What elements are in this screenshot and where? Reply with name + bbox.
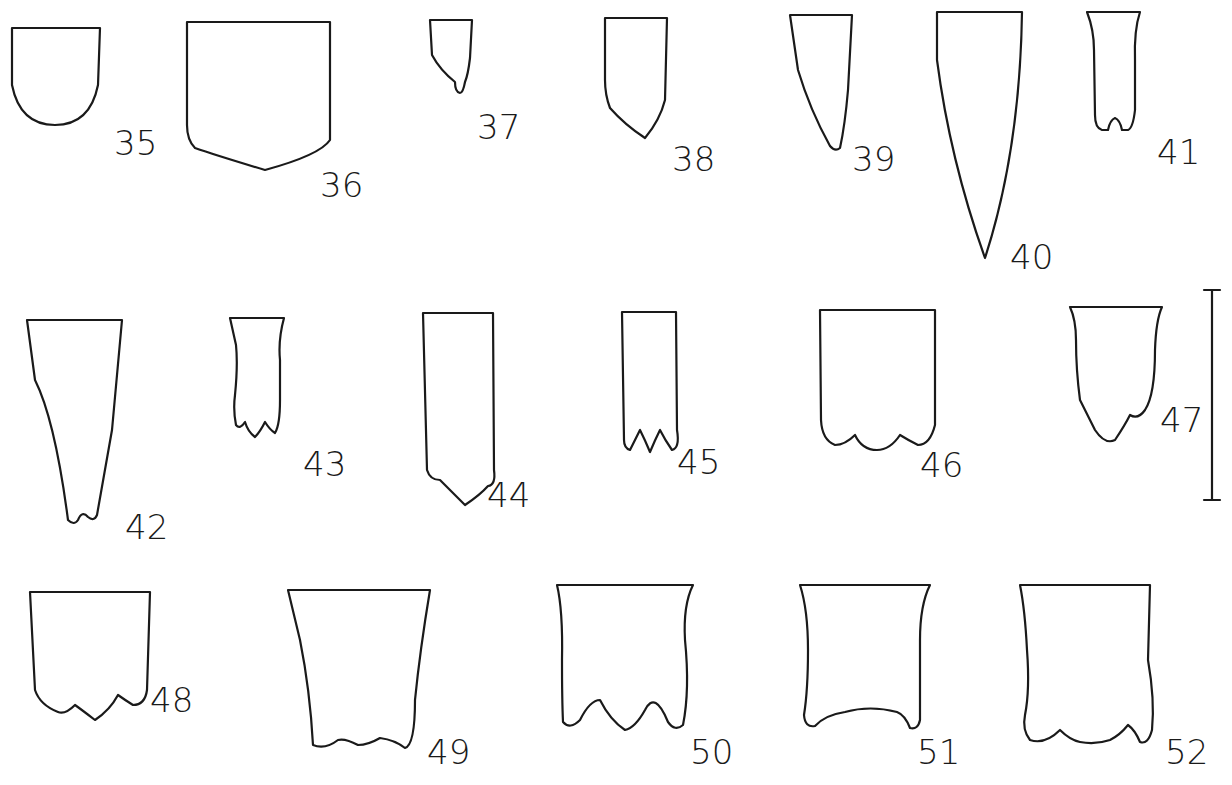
outline (230, 318, 284, 437)
outline (423, 313, 494, 505)
outline (430, 20, 472, 93)
outline (187, 22, 330, 170)
callout-number: 44 (487, 478, 530, 512)
callout-number: 43 (303, 447, 346, 481)
outline (30, 592, 150, 720)
callout-number: 48 (150, 683, 193, 717)
callout-number: 36 (320, 168, 363, 202)
outline (622, 312, 678, 452)
scale-bar-tick (1204, 289, 1220, 291)
callout-number: 52 (1165, 735, 1208, 769)
outline (557, 585, 693, 730)
callout-number: 50 (690, 735, 733, 769)
outline (1020, 585, 1153, 743)
callout-number: 40 (1010, 240, 1053, 274)
callout-number: 42 (125, 510, 168, 544)
callout-number: 41 (1157, 135, 1200, 169)
outline (790, 15, 852, 150)
callout-number: 45 (677, 445, 720, 479)
callout-number: 37 (477, 110, 520, 144)
callout-number: 39 (852, 142, 895, 176)
outline (937, 12, 1022, 258)
callout-number: 35 (114, 126, 157, 160)
callout-number: 38 (672, 142, 715, 176)
callout-number: 51 (917, 735, 960, 769)
outline (1087, 12, 1140, 130)
callout-number: 47 (1160, 403, 1203, 437)
callout-number: 49 (427, 735, 470, 769)
scale-bar (1211, 290, 1213, 500)
callout-number: 46 (920, 448, 963, 482)
outline (820, 310, 935, 450)
outline (27, 320, 122, 523)
scale-bar-tick (1204, 499, 1220, 501)
outline (1070, 307, 1162, 441)
outline (12, 28, 100, 125)
outline (288, 590, 430, 748)
outline (800, 585, 930, 728)
outline (605, 18, 667, 138)
